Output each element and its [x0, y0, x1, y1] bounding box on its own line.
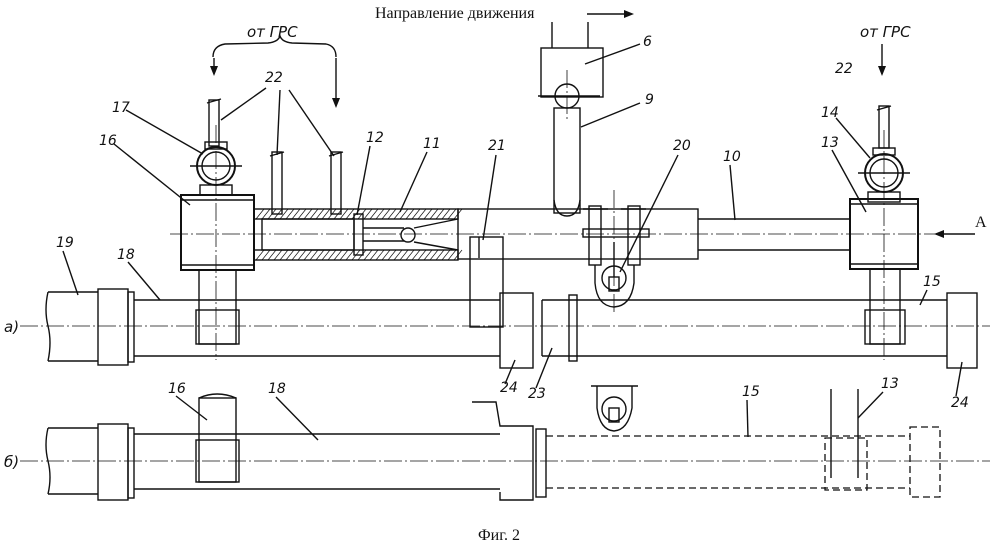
label-22-right: 22: [835, 61, 853, 77]
label-11: 11: [423, 136, 441, 152]
clamp-20: [583, 206, 649, 307]
label-15-b: 15: [742, 384, 760, 400]
pipe-18-b: [134, 394, 500, 489]
label-9: 9: [645, 92, 654, 108]
view-label-a: а): [4, 318, 19, 336]
sleeve-hatching: [256, 209, 462, 260]
block-16: [181, 195, 254, 344]
sleeve-11: [254, 209, 458, 260]
flange-24-right: [947, 293, 977, 368]
label-16-a: 16: [99, 133, 117, 149]
plate-21: [470, 237, 503, 327]
pipe-18-a: [134, 300, 500, 356]
label-10: 10: [723, 149, 741, 165]
hopper-6: [538, 22, 603, 108]
label-6: 6: [643, 34, 652, 50]
label-13-b: 13: [881, 376, 899, 392]
label-18-a: 18: [117, 247, 135, 263]
pipe-15-a: [542, 295, 947, 361]
label-15-a: 15: [923, 274, 941, 290]
flange-24-left: [500, 293, 533, 368]
label-13-a: 13: [821, 135, 839, 151]
label-22-left: 22: [265, 70, 283, 86]
column-9: [554, 108, 580, 216]
label-23: 23: [528, 386, 546, 402]
label-21: 21: [488, 138, 506, 154]
unit-13-b: [831, 389, 858, 478]
pipe-19-b: [46, 424, 134, 500]
label-24-a: 24: [500, 380, 518, 396]
figure-caption: Фиг. 2: [478, 527, 520, 544]
label-20: 20: [673, 138, 691, 154]
label-19: 19: [56, 235, 74, 251]
label-16-b: 16: [168, 381, 186, 397]
clamp-b: [591, 386, 638, 431]
flange-b: [472, 402, 546, 500]
label-17: 17: [112, 100, 130, 116]
pipe-15-b-dashed: [546, 427, 940, 497]
source-label-left: от ГРС: [247, 23, 298, 41]
source-label-right: от ГРС: [860, 23, 911, 41]
view-arrow-a: [934, 230, 975, 238]
arrow-label-a: А: [975, 214, 987, 231]
view-label-b: б): [4, 453, 19, 471]
label-18-b: 18: [268, 381, 286, 397]
direction-arrow: [587, 10, 634, 18]
label-12: 12: [366, 130, 384, 146]
label-24-b: 24: [951, 395, 969, 411]
pipe-19-a: [46, 289, 134, 365]
direction-label: Направление движения: [375, 5, 535, 22]
